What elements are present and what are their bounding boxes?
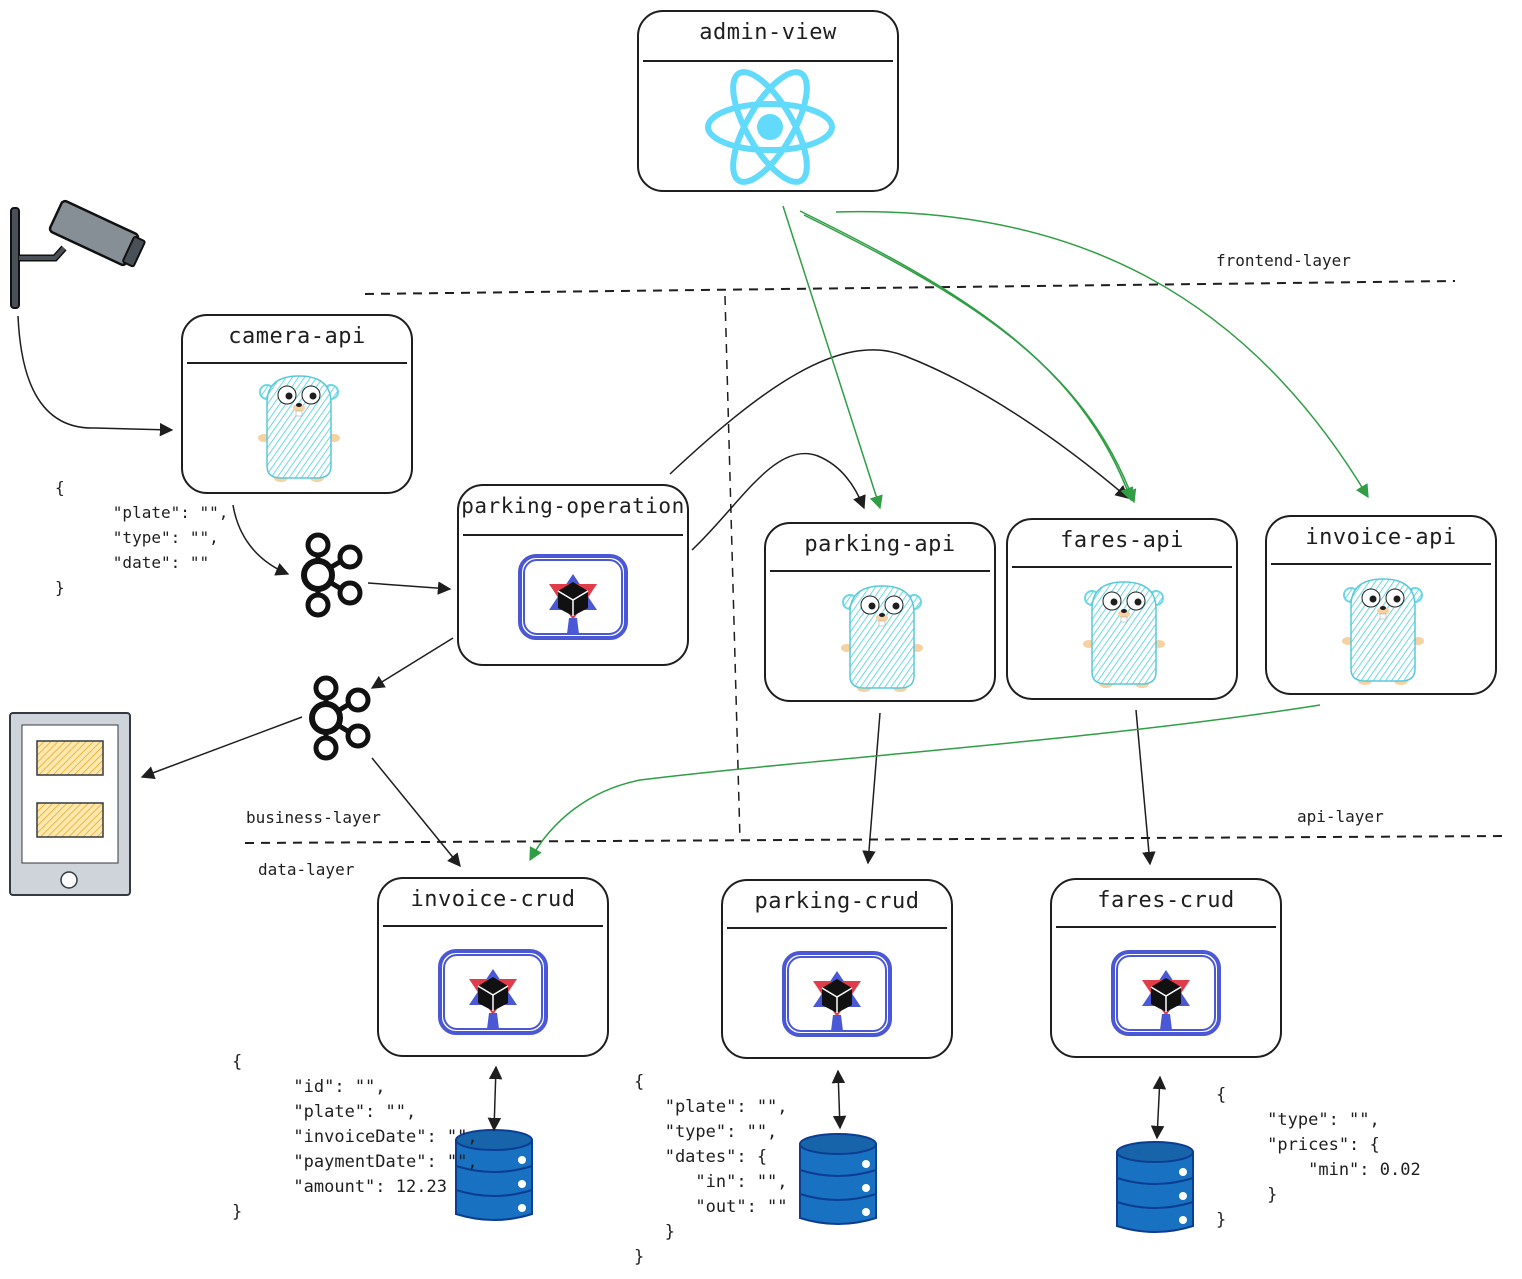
box-separator (463, 534, 683, 536)
fares-crud-box: fares-crud (1050, 878, 1282, 1058)
fares-payload-json: { "type": "", "prices": { "min": 0.02 } … (1216, 1085, 1421, 1230)
parking-operation-box: parking-operation (457, 484, 689, 666)
box-separator (1271, 563, 1491, 565)
invoice-crud-box: invoice-crud (377, 877, 609, 1057)
tablet-icon (9, 712, 131, 896)
arrow-parking-api-to-parking-crud (862, 712, 881, 865)
database-icon (1116, 1141, 1194, 1233)
camera-api-title: camera-api (228, 324, 366, 349)
admin-view-box: admin-view (637, 10, 899, 192)
box-separator (187, 362, 407, 364)
invoice-payload-json: { "id": "", "plate": "", "invoiceDate": … (232, 1052, 478, 1222)
arrow-kafka-to-parking-operation (367, 581, 452, 595)
data-layer-divider (244, 835, 1506, 844)
box-separator (383, 925, 603, 927)
react-icon (705, 69, 835, 185)
data-layer-label: data-layer (258, 860, 355, 879)
invoice-api-title: invoice-api (1305, 525, 1457, 550)
arrow-invoice-api-to-invoice-crud (529, 704, 1321, 862)
parking-api-box: parking-api (764, 522, 996, 702)
arrow-admin-view-to-parking-api (782, 205, 883, 510)
arrow-fares-crud-to-db (1150, 1075, 1167, 1140)
arrow-admin-view-to-fares-api (799, 210, 1134, 502)
arrow-parking-operation-to-fares-api (669, 349, 1130, 499)
api-layer-label: api-layer (1297, 807, 1384, 826)
frontend-layer-divider (364, 280, 1456, 295)
box-separator (1012, 566, 1232, 568)
box-separator (1056, 926, 1276, 928)
box-separator (727, 927, 947, 929)
frontend-layer-label: frontend-layer (1216, 251, 1351, 270)
arrow-fares-api-to-fares-crud (1135, 709, 1156, 866)
camera-icon (10, 199, 146, 309)
invoice-crud-title: invoice-crud (410, 887, 576, 912)
kafka-icon (304, 535, 360, 615)
invoice-api-box: invoice-api (1265, 515, 1497, 695)
arrow-admin-view-to-fares-api-2 (803, 214, 1137, 504)
database-icon (799, 1133, 877, 1225)
fares-api-box: fares-api (1006, 518, 1238, 700)
arrow-parking-operation-to-kafka (370, 637, 454, 689)
parking-operation-title: parking-operation (461, 494, 685, 518)
business-layer-label: business-layer (246, 808, 381, 827)
camera-api-box: camera-api (181, 314, 413, 494)
parking-crud-title: parking-crud (754, 889, 920, 914)
fares-crud-title: fares-crud (1097, 888, 1235, 913)
arrow-camera-to-camera-api (17, 315, 174, 437)
parking-api-title: parking-api (804, 532, 956, 557)
fares-api-title: fares-api (1060, 528, 1184, 553)
arrow-invoice-crud-to-db (487, 1065, 503, 1132)
api-layer-vertical-divider (724, 295, 741, 841)
arrow-parking-crud-to-db (831, 1069, 847, 1130)
admin-view-title: admin-view (699, 20, 837, 45)
arrow-kafka-to-tablet (140, 716, 303, 780)
arrow-admin-view-to-invoice-api (835, 210, 1369, 499)
arrow-parking-operation-to-parking-api (691, 453, 866, 551)
arrow-camera-api-to-kafka (232, 504, 290, 576)
parking-crud-box: parking-crud (721, 879, 953, 1059)
kafka-icon (312, 678, 368, 758)
box-separator (770, 570, 990, 572)
box-separator (643, 60, 893, 62)
camera-payload-json: { "plate": "", "type": "", "date": "" } (55, 478, 229, 597)
parking-payload-json: { "plate": "", "type": "", "dates": { "i… (634, 1072, 788, 1267)
arrow-kafka-to-invoice-crud (371, 757, 461, 868)
